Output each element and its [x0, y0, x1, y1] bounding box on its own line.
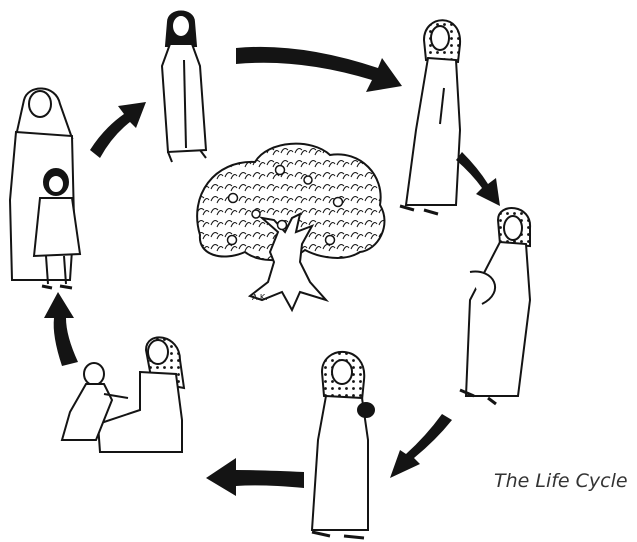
arrow-6-icon: [90, 102, 146, 158]
grandmother-with-child-figure: [8, 87, 82, 290]
diagram-caption: The Life Cycle: [494, 470, 628, 492]
mother-with-baby-figure: [310, 350, 375, 540]
arrow-2-icon: [456, 152, 500, 206]
girl-figure: [160, 10, 208, 163]
apple-icon: [226, 164, 344, 246]
tree-canopy: [196, 142, 386, 262]
arrow-5-icon: [44, 292, 78, 366]
tree-of-life: A.K.: [196, 142, 386, 313]
mother-with-infant-figure: [60, 336, 186, 453]
arrow-3-icon: [390, 414, 452, 478]
artist-initials: A.K.: [252, 293, 268, 302]
arrow-1-icon: [236, 46, 402, 92]
arrow-4-icon: [206, 458, 304, 496]
pregnant-woman-figure: [459, 207, 532, 406]
young-woman-figure: [399, 19, 462, 216]
cycle-arrows: [44, 46, 500, 496]
